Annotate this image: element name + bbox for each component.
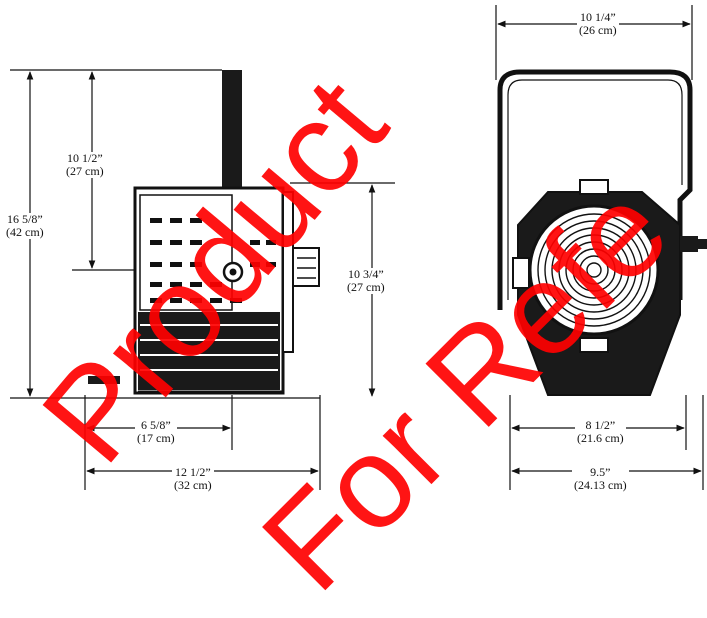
dim-cm: (42 cm) [6,225,44,239]
side-view-fixture [88,70,320,395]
dim-inches: 12 1/2” [174,465,211,479]
front-view-fixture [497,69,707,396]
dim-side-height-body: 10 3/4” (27 cm) [345,268,387,294]
dim-inches: 16 5/8” [6,212,43,226]
dim-inches: 6 5/8” [140,418,171,432]
dim-cm: (24.13 cm) [574,478,627,492]
dim-cm: (21.6 cm) [577,431,624,445]
dim-cm: (17 cm) [137,431,175,445]
dim-front-width-yoke: 10 1/4” (26 cm) [577,11,619,37]
dim-front-width-total: 9.5” (24.13 cm) [572,466,629,492]
dim-front-width-body: 8 1/2” (21.6 cm) [575,419,626,445]
dim-inches: 10 1/4” [579,10,616,24]
dim-side-depth-body: 6 5/8” (17 cm) [135,419,177,445]
front-view-dimension-lines [495,5,704,490]
dim-side-height-total: 16 5/8” (42 cm) [4,213,46,239]
dim-cm: (27 cm) [66,164,104,178]
dim-inches: 9.5” [590,465,611,479]
dim-cm: (27 cm) [347,280,385,294]
dim-side-depth-total: 12 1/2” (32 cm) [172,466,214,492]
dim-side-height-yoke: 10 1/2” (27 cm) [64,152,106,178]
dim-cm: (32 cm) [174,478,212,492]
dim-inches: 10 3/4” [347,267,384,281]
dim-inches: 8 1/2” [585,418,616,432]
dim-cm: (26 cm) [579,23,617,37]
drawing-canvas [10,5,707,490]
dim-inches: 10 1/2” [66,151,103,165]
